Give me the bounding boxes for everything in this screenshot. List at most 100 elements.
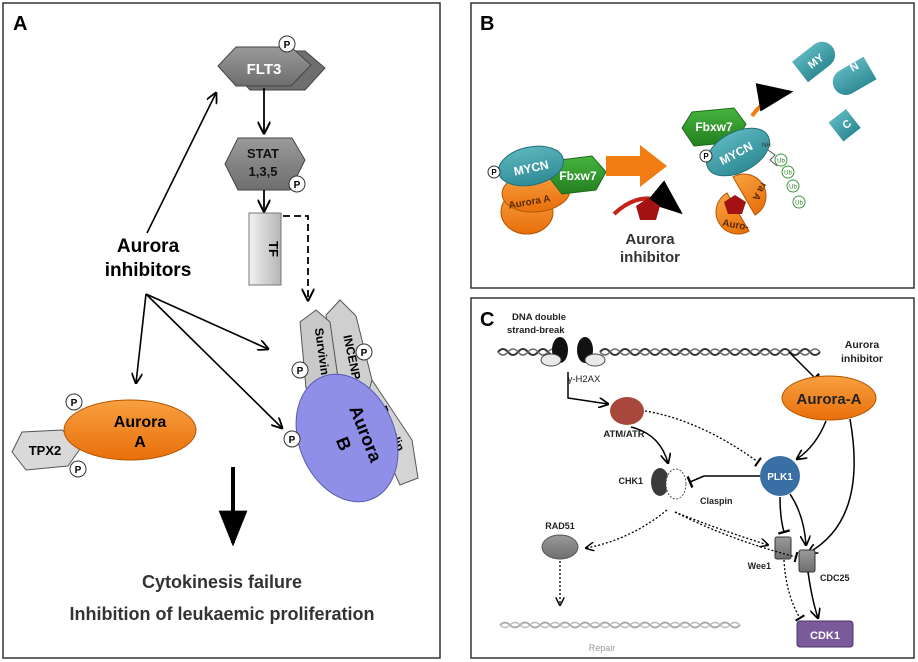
c-arrow-aurora-cdc25: [808, 418, 855, 553]
c-arrow-aurora-plk1: [797, 420, 827, 459]
tf-label: TF: [266, 241, 281, 257]
survivin-phospho: P: [297, 366, 304, 377]
b-left-phospho: P: [491, 168, 497, 177]
b-inhibitor-arc: [612, 180, 683, 216]
panel-b-frame: [470, 2, 915, 289]
stat-phospho: P: [294, 180, 301, 191]
flt3-node: FLT3 P: [217, 35, 326, 91]
c-aurora-a-node: [781, 375, 877, 421]
arrow-inh-auroraB: [145, 293, 282, 428]
outcome-line1: Cytokinesis failure: [142, 572, 302, 592]
tf-node: TF: [248, 212, 282, 286]
b-auro-left: Auro-: [721, 218, 749, 233]
stat-label-2: 1,3,5: [249, 164, 278, 179]
b-ub-4: Ub: [795, 201, 803, 207]
panel-b: B Aurora A Fbxw7 MYCN P Aurora inhibitor…: [470, 2, 915, 289]
arrow-inh-flt3: [146, 93, 216, 234]
c-atm-node: [610, 397, 644, 425]
b-fbxw7-left: Fbxw7: [559, 169, 597, 183]
c-dna-left-2: [497, 348, 559, 356]
c-dsb-line1: DNA double: [512, 312, 566, 323]
c-inhibitor-line2: inhibitor: [841, 353, 883, 365]
c-cdc25-activates-cdk1: [807, 571, 818, 618]
cpc-complex: Borealin INCENP Survivin Aurora B P P P: [283, 299, 419, 503]
c-claspin-label: Claspin: [700, 496, 733, 506]
c-plk1-activates-cdc25: [789, 493, 806, 545]
b-ub-2: Ub: [784, 171, 792, 177]
panel-a: A FLT3 P STAT 1,3,5 P TF Aurora inhibito…: [2, 2, 441, 659]
survivin-label: Survivin: [312, 327, 332, 376]
arrow-tf-complex: [283, 215, 308, 300]
c-inhibitor-bar: [788, 351, 821, 384]
aurora-b-ellipse: [295, 373, 399, 503]
panel-c-letter: C: [480, 309, 494, 331]
b-right-complex: Fbxw7 MYCN P Auro- ra A NH Ub Ub Ub Ub: [681, 107, 806, 235]
c-cdk1-label: CDK1: [810, 630, 840, 642]
b-inhibitor-pentagon: [636, 198, 660, 220]
aurora-a-phospho: P: [71, 398, 78, 409]
aurora-a-ellipse: [63, 399, 197, 461]
aurora-inhibitors-line1: Aurora: [117, 236, 180, 257]
panel-a-letter: A: [13, 13, 27, 35]
c-cdc25-label: CDC25: [820, 573, 850, 583]
aurora-b-phospho: P: [289, 435, 296, 446]
arrow-inh-auroraA: [136, 293, 147, 383]
c-rad51-node: [541, 534, 579, 560]
b-fragments: MY N C: [791, 41, 877, 142]
b-inhibitor-line2: inhibitor: [620, 249, 680, 266]
tpx2-phospho: P: [75, 465, 82, 476]
stat-node: STAT 1,3,5 P: [224, 137, 306, 193]
c-arrow-dsb-atm: [567, 372, 608, 404]
c-rad51-label: RAD51: [545, 521, 575, 531]
c-h2ax: γ-H2AX: [568, 374, 601, 385]
c-dsb-line2: strand-break: [507, 325, 565, 336]
c-chk1-activates-wee1: [674, 511, 768, 545]
c-claspin-node: [665, 468, 687, 500]
panel-a-frame: [2, 2, 441, 659]
c-wee1-label: Wee1: [748, 561, 771, 571]
b-right-phospho: P: [703, 152, 709, 161]
c-wee1-node: [774, 536, 792, 560]
c-chk1-label: CHK1: [618, 476, 643, 486]
b-degradation-arrow: [750, 83, 794, 118]
c-cdk1-node: [796, 620, 854, 648]
aurora-a-complex: TPX2 Aurora A P P: [11, 393, 197, 478]
c-aurora-a-label: Aurora-A: [796, 391, 861, 408]
aurora-a-label-2: A: [134, 434, 146, 451]
incenp-phospho: P: [361, 348, 368, 359]
b-left-complex: Aurora A Fbxw7 MYCN P: [487, 145, 607, 235]
b-fbxw7-right: Fbxw7: [695, 120, 733, 134]
c-repair-label: Repair: [589, 643, 616, 653]
tpx2-label: TPX2: [29, 443, 62, 458]
b-nh-label: NH: [762, 143, 771, 149]
flt3-phospho: P: [284, 40, 291, 51]
b-inhibitor-line1: Aurora: [625, 231, 675, 248]
b-ub-3: Ub: [789, 185, 797, 191]
c-chk1-node: [651, 468, 669, 496]
arrow-inh-survivin: [145, 293, 268, 349]
flt3-label: FLT3: [247, 61, 282, 78]
c-cdc25-node: [798, 549, 816, 573]
c-wee1-inhibits-cdk1: [783, 559, 805, 622]
c-plk1-label: PLK1: [767, 472, 793, 483]
panel-c: C DNA double strand-break γ-H2AX ATM/ATR…: [470, 297, 915, 659]
c-dna-right-2: [599, 348, 821, 356]
panel-b-letter: B: [480, 13, 494, 35]
c-atm-label: ATM/ATR: [603, 429, 644, 440]
c-atm-inhibits-plk1: [644, 410, 762, 467]
b-ub-1: Ub: [777, 159, 785, 165]
c-plk1-inhibits-wee1: [777, 496, 791, 535]
b-orange-arrow: [606, 145, 667, 187]
c-plk1-node: [760, 456, 800, 496]
aurora-inhibitors-line2: inhibitors: [105, 260, 192, 281]
c-chk1-to-rad51: [586, 509, 668, 548]
c-chk1-inhibits-cdc25: [674, 511, 799, 563]
c-plk1-inhibits-claspin: [686, 475, 760, 488]
c-arrow-atm-chk1: [630, 426, 668, 463]
c-inhibitor-line1: Aurora: [845, 339, 880, 351]
outcome-line2: Inhibition of leukaemic proliferation: [69, 604, 374, 624]
stat-label-1: STAT: [247, 146, 279, 161]
c-repair-dna-2: [499, 621, 741, 629]
aurora-a-label-1: Aurora: [114, 414, 167, 431]
